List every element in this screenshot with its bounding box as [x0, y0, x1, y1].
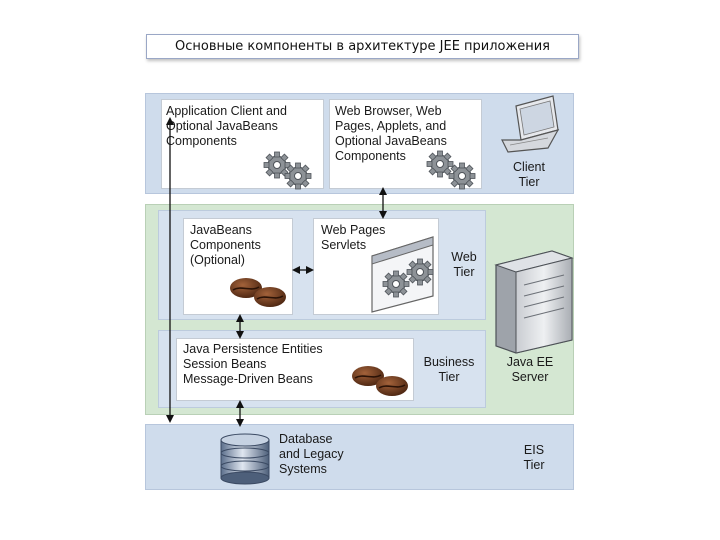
gears-icon-browser: [426, 150, 476, 190]
eis-tier-band: [145, 424, 574, 490]
server-tower-icon: [494, 250, 574, 354]
javabeans-label: JavaBeans Components (Optional): [190, 223, 261, 267]
web-browser-label: Web Browser, Web Pages, Applets, and Opt…: [335, 104, 447, 163]
database-icon: [220, 433, 270, 485]
connector-arrows: [166, 117, 387, 427]
client-tier-label: Client Tier: [513, 160, 545, 189]
business-tier-label: Business Tier: [423, 355, 475, 384]
app-client-label: Application Client and Optional JavaBean…: [166, 104, 287, 148]
page-title: Основные компоненты в архитектуре JEE пр…: [175, 39, 550, 54]
database-label: Database and Legacy Systems: [279, 432, 344, 476]
title-box: Основные компоненты в архитектуре JEE пр…: [146, 34, 579, 59]
coffee-beans-icon-web: [229, 277, 287, 308]
browser-window-icon: [371, 236, 434, 313]
laptop-icon: [501, 95, 560, 153]
web-pages-label: Web Pages Servlets: [321, 223, 386, 252]
java-ee-server-label: Java EE Server: [506, 355, 554, 384]
gears-icon-client: [263, 151, 312, 190]
coffee-beans-icon-business: [351, 365, 409, 397]
business-components-label: Java Persistence Entities Session Beans …: [183, 342, 323, 386]
web-tier-label: Web Tier: [451, 250, 477, 279]
eis-tier-label: EIS Tier: [523, 443, 545, 472]
